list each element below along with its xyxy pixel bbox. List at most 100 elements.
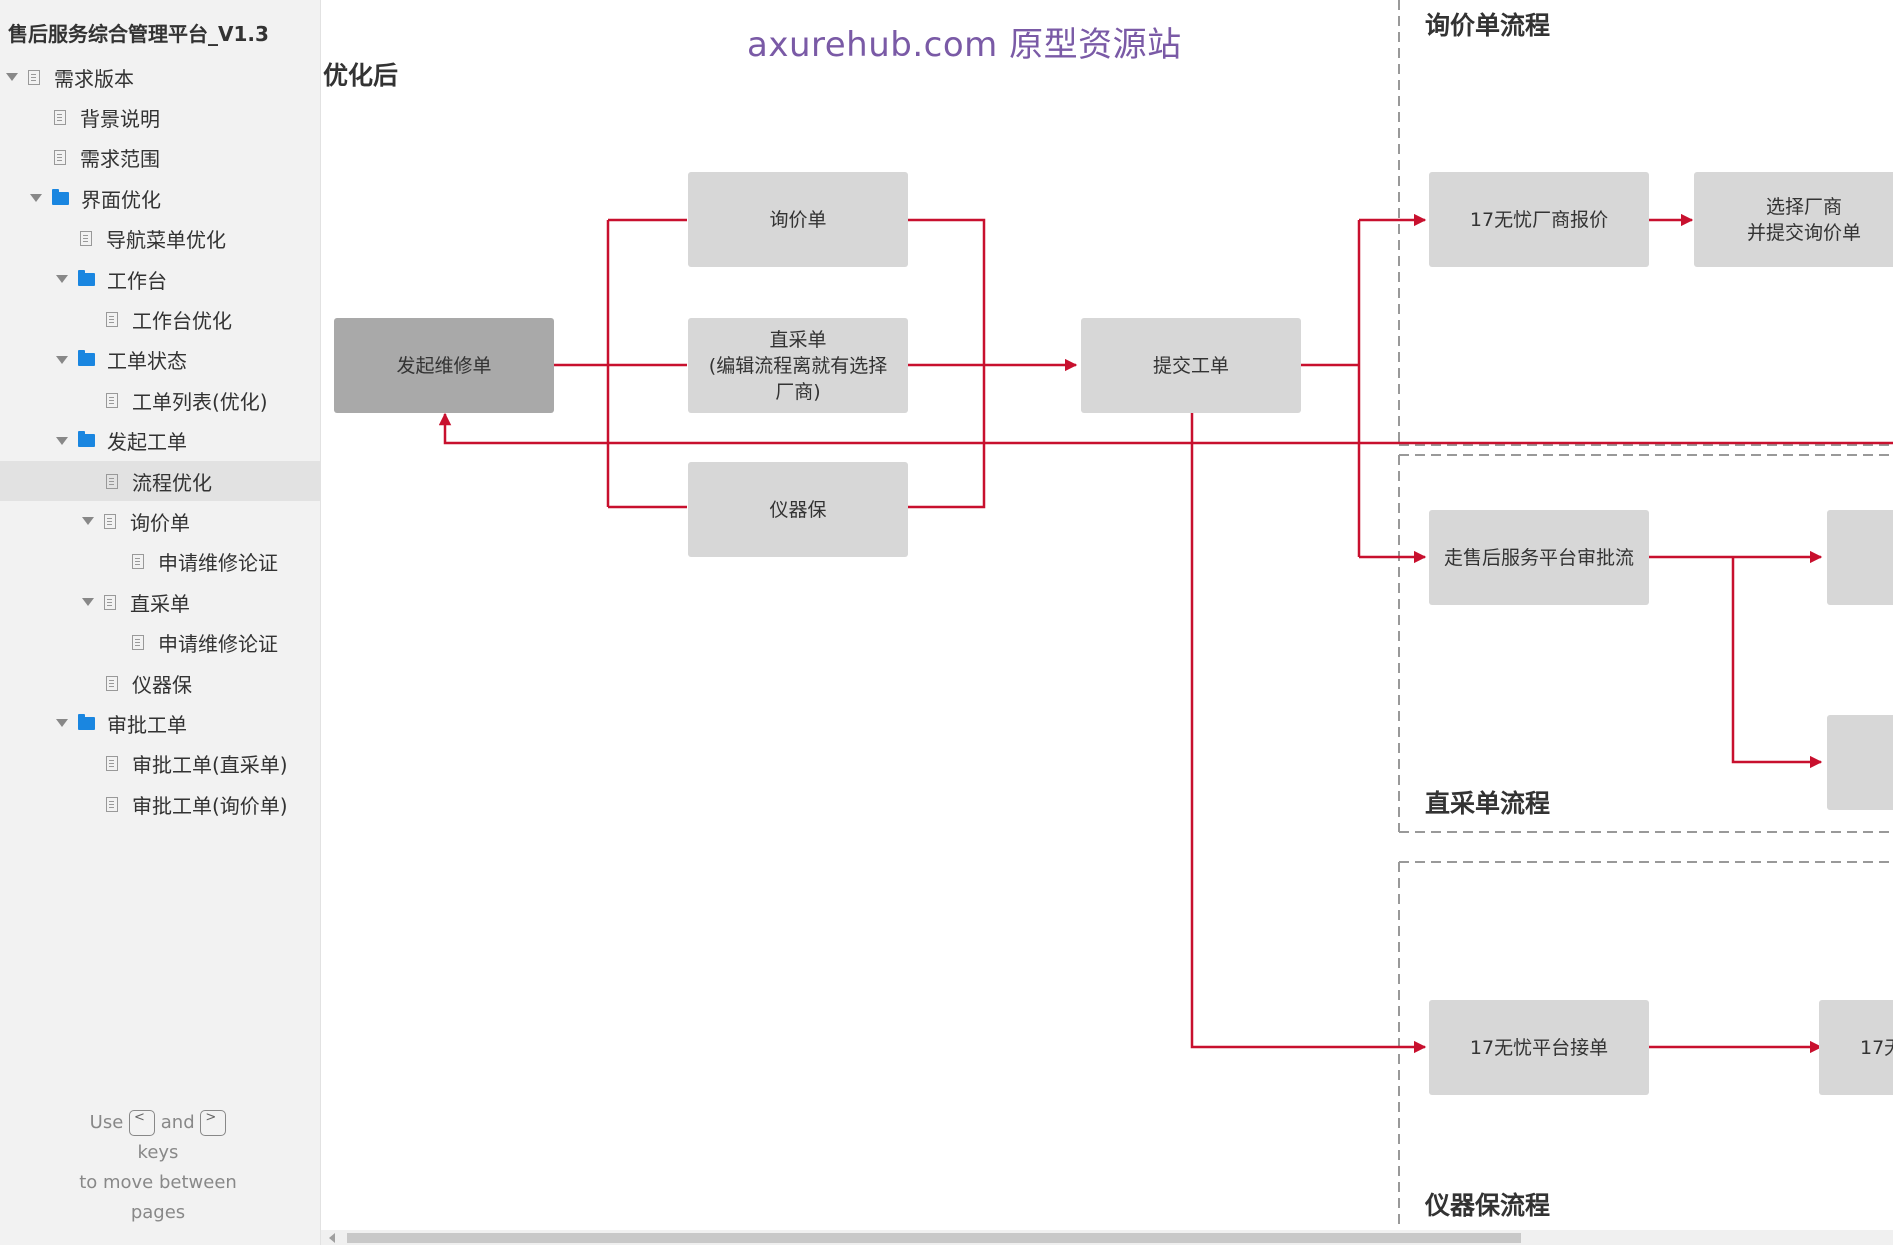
- flow-connectors: [438, 0, 1893, 1230]
- tree-item-ui-optimization[interactable]: 界面优化: [0, 178, 321, 218]
- tree-item-flow-optimization[interactable]: 流程优化: [0, 460, 321, 502]
- tree-item-order-list[interactable]: 工单列表(优化): [0, 380, 321, 420]
- tree-item-direct-repair-proof[interactable]: 申请维修论证: [0, 622, 321, 662]
- flow-canvas[interactable]: axurehub.com 原型资源站 优化后 询价单流程 直采单流程 仪器保流程…: [321, 0, 1893, 1245]
- right-key-icon: >: [200, 1110, 227, 1136]
- page-icon: [104, 513, 116, 529]
- flow-lines: [438, 213, 1893, 1054]
- heading-instrument-flow: 仪器保流程: [1425, 1191, 1551, 1220]
- hint-text: pages: [130, 1202, 186, 1223]
- chevron-down-icon[interactable]: [82, 517, 94, 526]
- tree-item-label: 询价单: [130, 510, 190, 535]
- tree-item-workbench[interactable]: 工作台: [0, 259, 321, 299]
- tree-item-create-order[interactable]: 发起工单: [0, 421, 321, 461]
- page-icon: [106, 675, 118, 691]
- node-approval-next[interactable]: [1827, 510, 1893, 605]
- tree-item-inquiry-repair-proof[interactable]: 申请维修论证: [0, 542, 321, 582]
- tree-item-instrument-insurance[interactable]: 仪器保: [0, 663, 321, 703]
- node-select-vendor[interactable]: 选择厂商 并提交询价单: [1694, 172, 1893, 267]
- page-icon: [106, 312, 118, 328]
- sidebar: 售后服务综合管理平台_V1.3 需求版本 背景说明 需求范围 界面优化: [0, 0, 321, 1245]
- node-platform-next[interactable]: 17无: [1819, 1000, 1893, 1095]
- tree-item-label: 界面优化: [81, 187, 161, 212]
- chevron-down-icon[interactable]: [56, 275, 68, 284]
- tree-item-requirement-version[interactable]: 需求版本: [0, 57, 321, 97]
- node-start-repair[interactable]: 发起维修单: [334, 318, 554, 413]
- node-platform-accept[interactable]: 17无忧平台接单: [1429, 1000, 1649, 1095]
- tree-item-approve-inquiry[interactable]: 审批工单(询价单): [0, 784, 321, 824]
- tree-item-label: 背景说明: [80, 107, 160, 132]
- tree-item-label: 导航菜单优化: [106, 228, 226, 253]
- tree-item-label: 工单列表(优化): [132, 389, 268, 414]
- page-icon: [106, 756, 118, 772]
- chevron-down-icon[interactable]: [56, 436, 68, 445]
- tree-item-order-status[interactable]: 工单状态: [0, 340, 321, 380]
- page-icon: [54, 110, 66, 126]
- page-icon: [106, 392, 118, 408]
- chevron-down-icon[interactable]: [56, 355, 68, 364]
- scroll-left-icon[interactable]: [329, 1233, 335, 1243]
- scrollbar-thumb[interactable]: [347, 1233, 1521, 1243]
- folder-icon: [78, 713, 95, 730]
- keyboard-hint: Use < and > keys to move between pages: [0, 1108, 316, 1228]
- tree-item-approve-order[interactable]: 审批工单: [0, 703, 321, 743]
- page-icon: [132, 554, 144, 570]
- node-instrument[interactable]: 仪器保: [688, 462, 908, 557]
- page-icon: [28, 69, 40, 85]
- folder-icon: [78, 350, 95, 367]
- folder-icon: [78, 431, 95, 448]
- tree-item-label: 工作台优化: [132, 309, 232, 334]
- node-approval-flow[interactable]: 走售后服务平台审批流: [1429, 510, 1649, 605]
- node-submit-order[interactable]: 提交工单: [1081, 318, 1301, 413]
- folder-icon: [78, 269, 95, 286]
- chevron-down-icon[interactable]: [82, 598, 94, 607]
- tree-item-label: 审批工单(直采单): [132, 753, 288, 778]
- tree-item-label: 需求版本: [54, 66, 134, 91]
- folder-icon: [52, 188, 69, 205]
- project-title: 售后服务综合管理平台_V1.3: [8, 22, 269, 46]
- tree-item-label: 直采单: [130, 591, 190, 616]
- tree-item-label: 工作台: [107, 268, 167, 293]
- chevron-down-icon[interactable]: [30, 194, 42, 203]
- node-inquiry[interactable]: 询价单: [688, 172, 908, 267]
- tree-item-label: 工单状态: [107, 349, 187, 374]
- tree-item-label: 需求范围: [80, 147, 160, 172]
- horizontal-scrollbar[interactable]: [321, 1230, 1893, 1245]
- hint-text: and: [160, 1112, 195, 1133]
- tree-item-approve-direct[interactable]: 审批工单(直采单): [0, 744, 321, 784]
- tree-item-label: 仪器保: [132, 672, 192, 697]
- tree-item-inquiry[interactable]: 询价单: [0, 501, 321, 541]
- node-vendor-quote[interactable]: 17无忧厂商报价: [1429, 172, 1649, 267]
- left-key-icon: <: [129, 1110, 156, 1136]
- chevron-down-icon[interactable]: [6, 73, 18, 82]
- page-icon: [104, 594, 116, 610]
- tree-item-scope[interactable]: 需求范围: [0, 138, 321, 178]
- hint-text: to move between: [79, 1172, 237, 1193]
- tree-item-label: 审批工单(询价单): [132, 793, 288, 818]
- tree-item-workbench-optimization[interactable]: 工作台优化: [0, 299, 321, 339]
- page-icon: [132, 635, 144, 651]
- watermark: axurehub.com 原型资源站: [747, 25, 1182, 65]
- page-tree: 需求版本 背景说明 需求范围 界面优化 导航菜单优化: [0, 57, 321, 824]
- tree-item-label: 申请维修论证: [158, 632, 278, 657]
- tree-item-label: 申请维修论证: [158, 551, 278, 576]
- heading-direct-flow: 直采单流程: [1425, 789, 1551, 818]
- hint-text: keys: [137, 1142, 179, 1163]
- page-icon: [54, 150, 66, 166]
- chevron-down-icon[interactable]: [56, 719, 68, 728]
- page-icon: [106, 796, 118, 812]
- tree-item-nav-menu[interactable]: 导航菜单优化: [0, 219, 321, 259]
- tree-item-label: 发起工单: [107, 430, 187, 455]
- tree-item-label: 审批工单: [107, 712, 187, 737]
- tree-item-label: 流程优化: [132, 470, 212, 495]
- node-approval-alt[interactable]: [1827, 715, 1893, 810]
- hint-text: Use: [89, 1112, 124, 1133]
- node-direct-purchase[interactable]: 直采单 (编辑流程离就有选择 厂商): [688, 318, 908, 413]
- tree-item-background[interactable]: 背景说明: [0, 97, 321, 137]
- heading-after: 优化后: [323, 61, 399, 90]
- heading-inquiry-flow: 询价单流程: [1425, 11, 1551, 40]
- page-icon: [106, 473, 118, 489]
- tree-item-direct-purchase[interactable]: 直采单: [0, 582, 321, 622]
- page-icon: [80, 231, 92, 247]
